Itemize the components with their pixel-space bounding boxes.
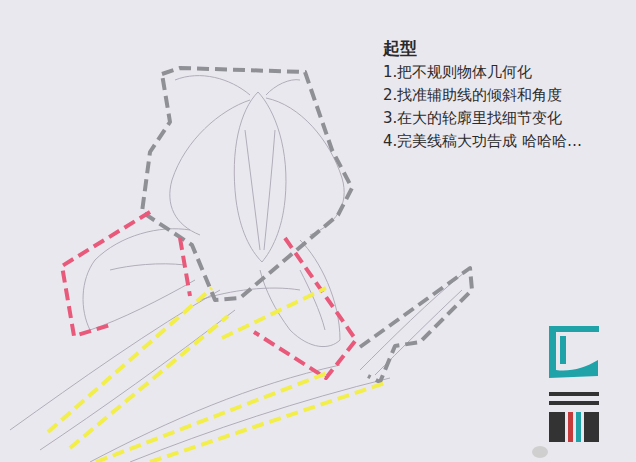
- heading: 起型: [383, 37, 417, 60]
- step-note: 2.找准辅助线的倾斜和角度: [383, 86, 562, 105]
- logo: [532, 326, 599, 458]
- step-note: 3.在大的轮廓里找细节变化: [383, 109, 562, 128]
- step-note: 1.把不规则物体几何化: [383, 63, 532, 82]
- step-note: 4.完美线稿大功告成 哈哈哈…: [383, 132, 582, 151]
